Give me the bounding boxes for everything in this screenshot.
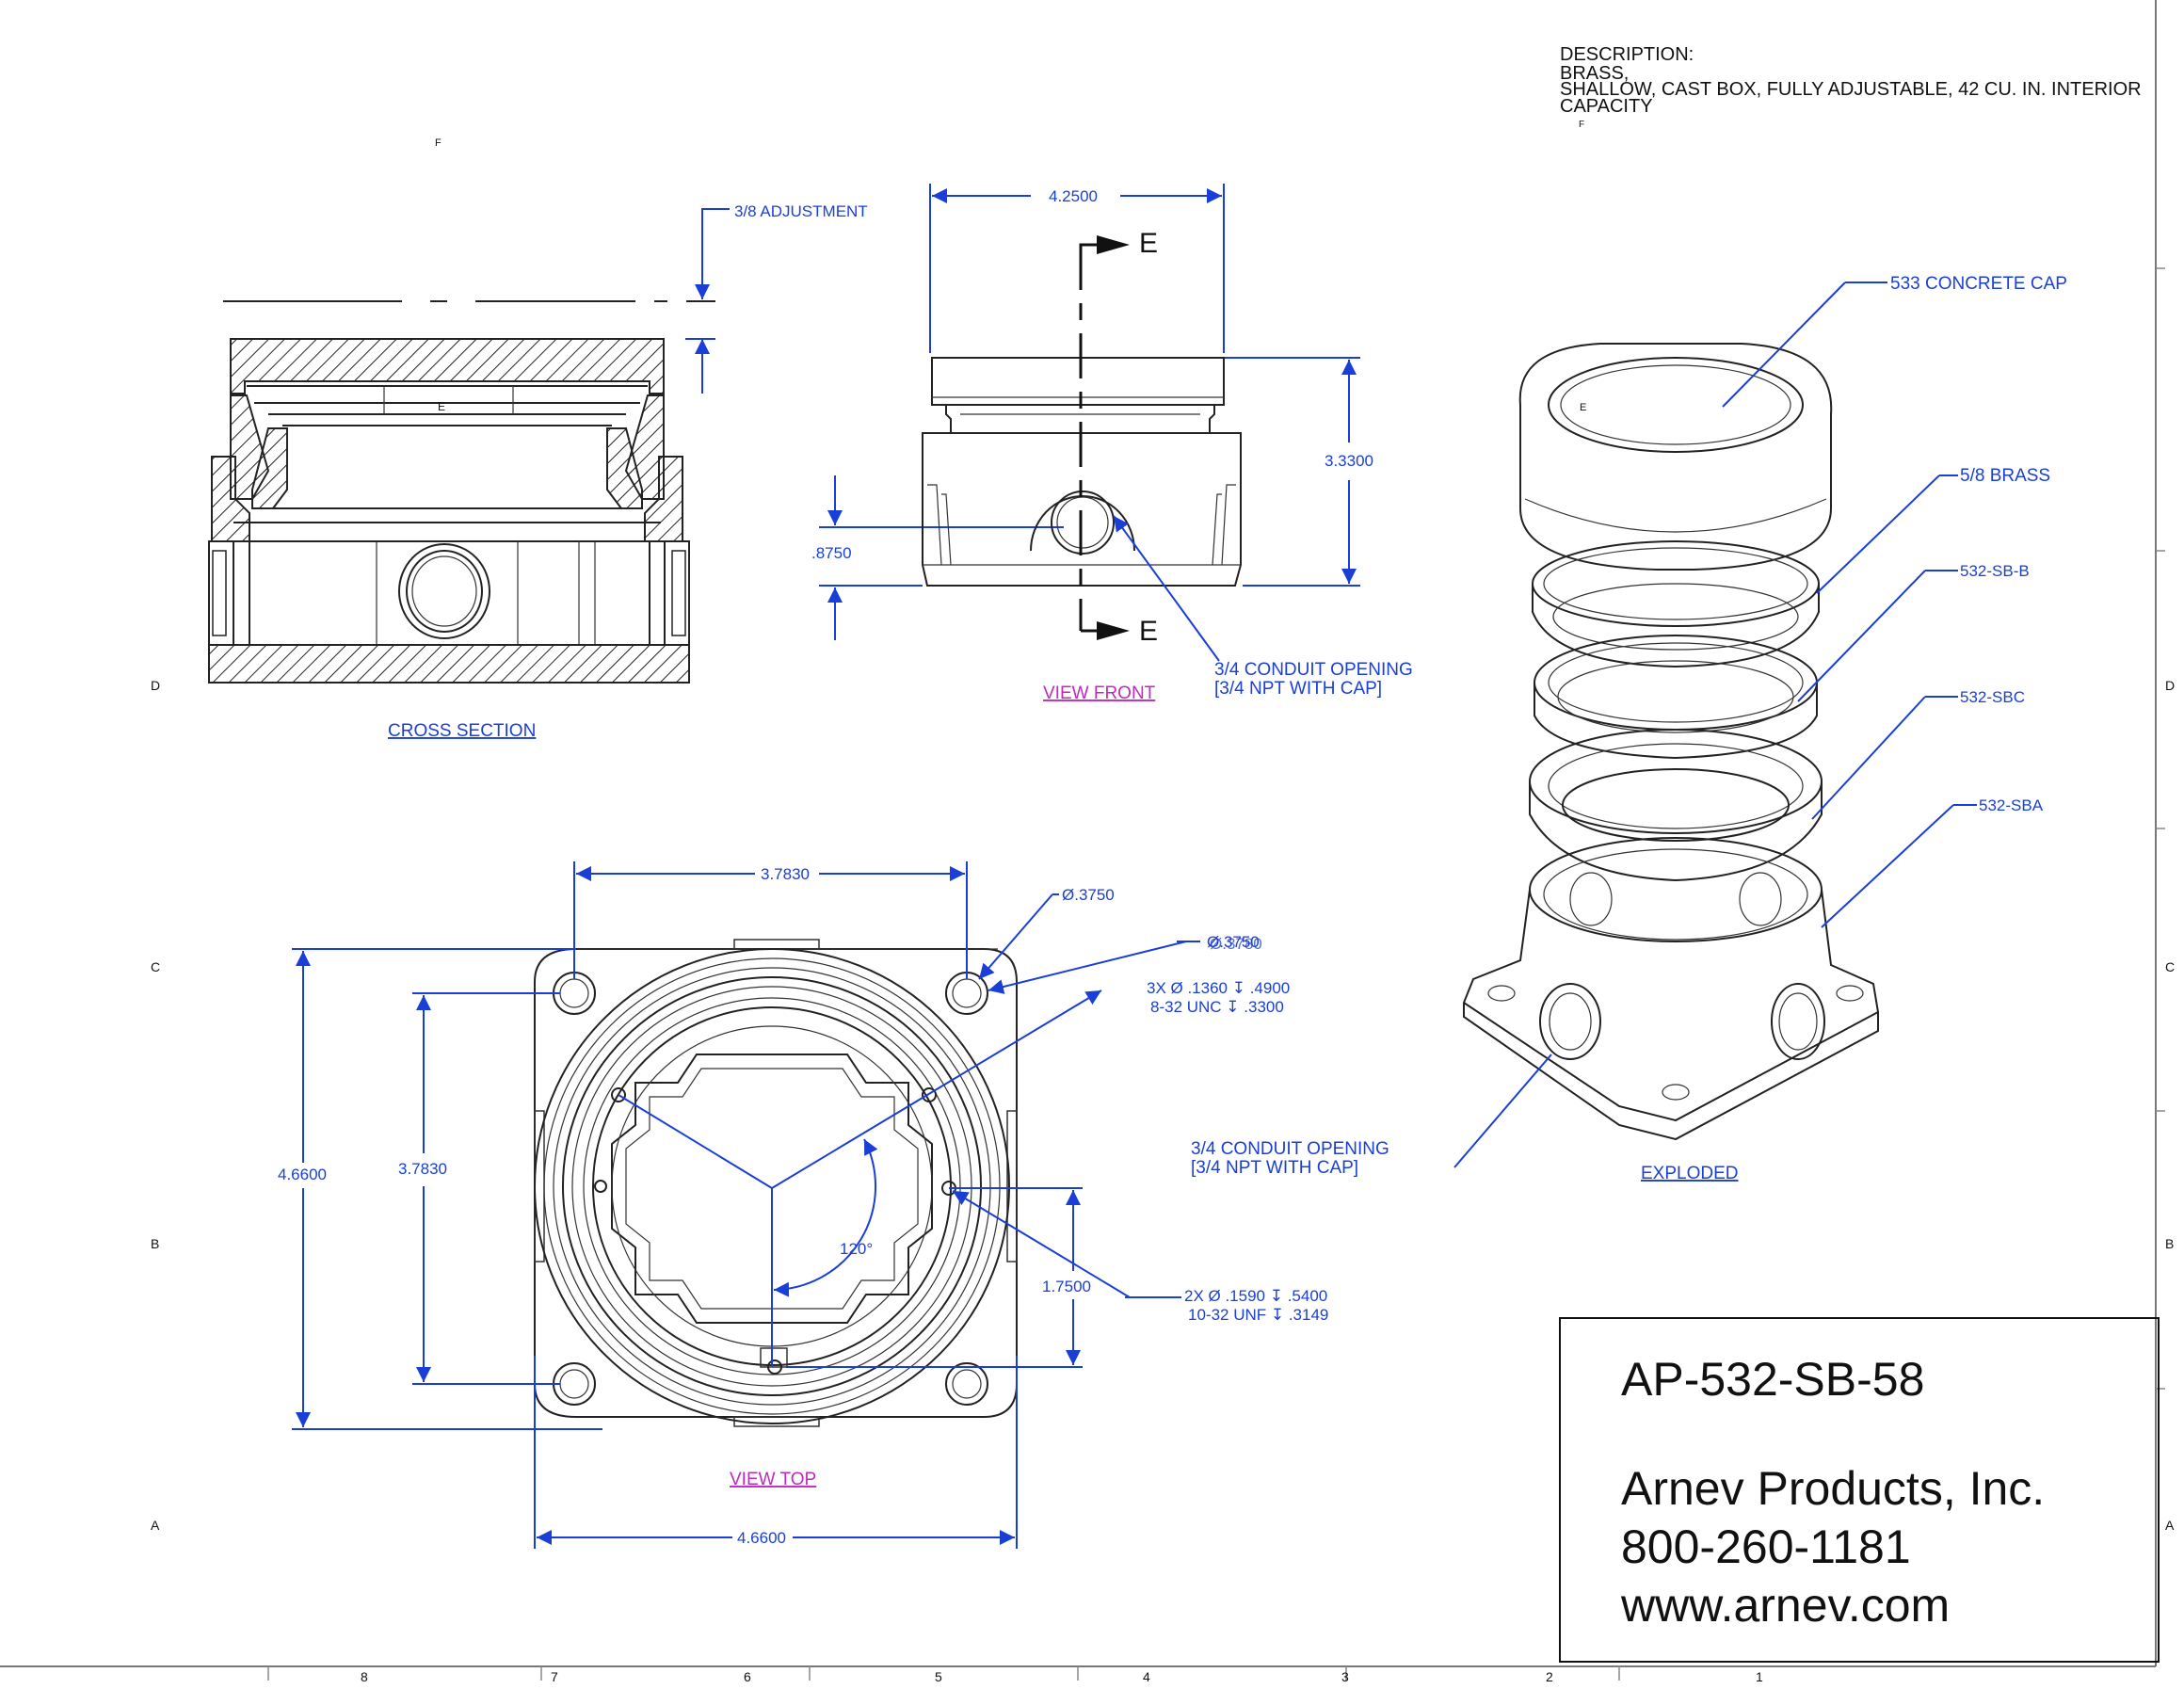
zone-col-label: 1 [1756, 1669, 1763, 1684]
zone-row-label: A [151, 1518, 160, 1533]
exploded-view: E [1453, 282, 1977, 1168]
stray-letter-e: E [1580, 402, 1586, 413]
front-conduit-callout: [3/4 NPT WITH CAP] [1214, 679, 1382, 699]
section-marker-bottom: E [1139, 616, 1158, 647]
hole-spacing-h-dim: 3.7830 [761, 865, 810, 883]
front-view: 4.2500 3.3300 .8750 E [811, 184, 1373, 662]
description-line: SHALLOW, CAST BOX, FULLY ADJUSTABLE, 42 … [1560, 79, 2142, 100]
stray-letter-f: F [435, 137, 442, 149]
exploded-conduit-callout: 3/4 CONDUIT OPENING [1191, 1139, 1389, 1159]
zone-col-label: 7 [551, 1669, 558, 1684]
zone-row-label: D [151, 678, 160, 693]
description-heading: DESCRIPTION: [1560, 44, 1694, 65]
zone-row-label: C [151, 959, 160, 974]
zone-col-label: 6 [744, 1669, 751, 1684]
cross-section-label: CROSS SECTION [388, 721, 536, 741]
top-view: 120° 3.7830 3.7830 4.6600 4.6600 1.7500 [278, 861, 1328, 1549]
exploded-view-label: EXPLODED [1641, 1164, 1738, 1183]
zone-col-label: 4 [1143, 1669, 1150, 1684]
zone-row-label: A [2165, 1518, 2175, 1533]
part-label-sba: 532-SBA [1979, 796, 2044, 814]
stray-letter-e: E [438, 400, 445, 413]
zone-row-label: B [151, 1236, 159, 1251]
zone-row-label: D [2165, 678, 2175, 693]
overall-width-dim: 4.6600 [737, 1529, 786, 1547]
part-number: AP-532-SB-58 [1621, 1353, 1924, 1406]
exploded-conduit-callout: [3/4 NPT WITH CAP] [1191, 1158, 1358, 1178]
part-label-sbc: 532-SBC [1960, 688, 2025, 706]
hole-dia-overlap-a: Ø.3750 [1207, 933, 1260, 951]
stray-letter-f: F [1579, 120, 1584, 130]
offset-dim: 1.7500 [1042, 1278, 1091, 1295]
zone-row-label: B [2165, 1236, 2174, 1251]
part-label-concrete-cap: 533 CONCRETE CAP [1890, 274, 2067, 294]
tapped-2x-callout: 2X Ø .1590 ↧ .5400 [1184, 1287, 1327, 1305]
zone-col-label: 8 [361, 1669, 368, 1684]
top-view-label: VIEW TOP [730, 1470, 816, 1489]
tapped-3x-callout: 3X Ø .1360 ↧ .4900 [1147, 979, 1290, 997]
hole-dia-callout: Ø.3750 [1062, 886, 1115, 904]
angle-dim: 120° [840, 1240, 873, 1258]
zone-col-label: 2 [1546, 1669, 1553, 1684]
tapped-3x-callout: 8-32 UNC ↧ .3300 [1150, 998, 1284, 1016]
zone-row-label: C [2165, 959, 2175, 974]
tapped-2x-callout: 10-32 UNF ↧ .3149 [1188, 1306, 1328, 1324]
cross-section-view: 3/8 ADJUSTMENT E [208, 202, 868, 684]
part-label-sb-b: 532-SB-B [1960, 562, 2030, 580]
front-conduit-dim: .8750 [811, 544, 852, 562]
description-block: DESCRIPTION: BRASS, SHALLOW, CAST BOX, F… [1560, 44, 2142, 130]
description-line: CAPACITY [1560, 96, 1653, 117]
front-conduit-callout: 3/4 CONDUIT OPENING [1214, 660, 1413, 680]
adjustment-dim-label: 3/8 ADJUSTMENT [734, 202, 868, 220]
overall-height-dim: 4.6600 [278, 1166, 327, 1183]
section-marker-top: E [1139, 228, 1158, 259]
company-name: Arnev Products, Inc. [1621, 1462, 2045, 1515]
front-height-dim: 3.3300 [1325, 452, 1373, 470]
front-view-label: VIEW FRONT [1043, 684, 1156, 703]
hole-spacing-v-dim: 3.7830 [398, 1160, 447, 1178]
zone-labels: D C B A D C B A 8 7 6 5 4 3 2 1 [151, 678, 2175, 1684]
part-label-brass: 5/8 BRASS [1960, 466, 2050, 486]
hole-dia-overlap-b: Ø.3780 [1210, 935, 1262, 953]
description-line: BRASS, [1560, 63, 1629, 84]
title-block: AP-532-SB-58 Arnev Products, Inc. 800-26… [1559, 1317, 2160, 1663]
front-width-dim: 4.2500 [1049, 187, 1098, 205]
company-phone: 800-260-1181 [1621, 1520, 1911, 1573]
zone-col-label: 5 [935, 1669, 942, 1684]
company-website: www.arnev.com [1620, 1579, 1950, 1632]
zone-col-label: 3 [1341, 1669, 1349, 1684]
